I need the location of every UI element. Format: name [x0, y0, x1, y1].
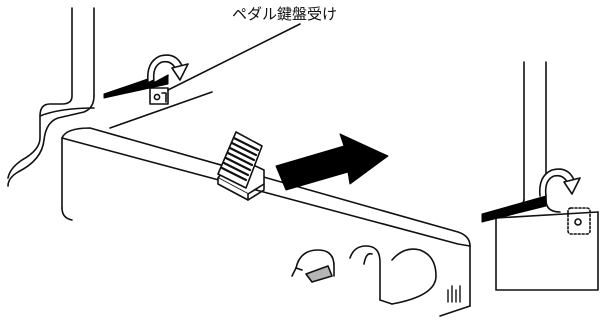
brand-mark — [447, 285, 461, 303]
right-curved-arrow-icon — [481, 168, 581, 223]
left-curved-arrow-icon — [103, 54, 189, 99]
callout-leader-line — [167, 23, 301, 91]
pedal-keyboard-receiver-label: ペダル鍵盤受け — [232, 5, 338, 23]
keyboard-body — [61, 91, 471, 317]
right-bracket — [567, 207, 591, 235]
pedal-keyboard-icon — [217, 131, 265, 201]
left-side-panel — [7, 7, 95, 187]
large-black-arrow-icon — [275, 133, 389, 191]
pedal-recess — [291, 245, 437, 305]
